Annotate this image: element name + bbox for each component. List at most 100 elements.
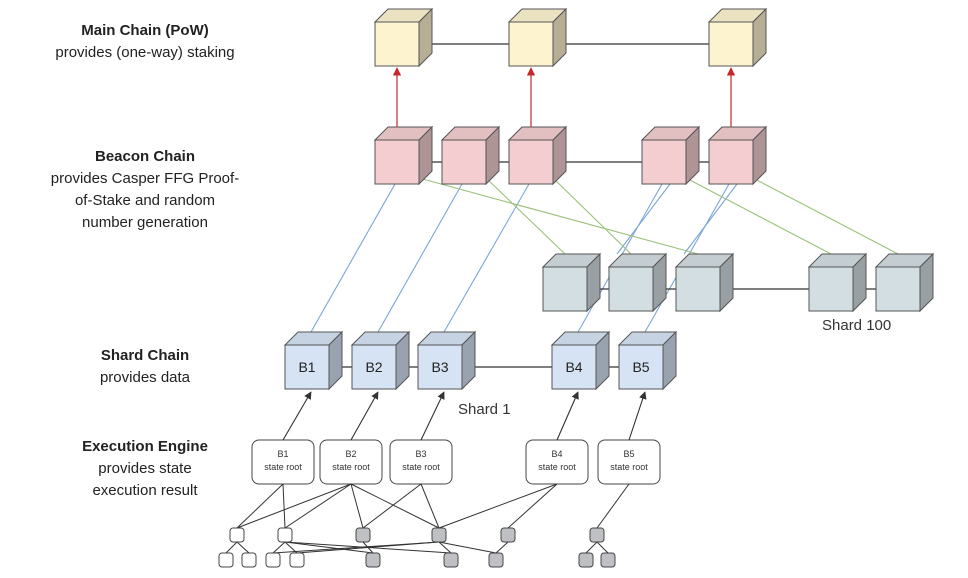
tree-edge — [438, 541, 452, 554]
tree-leaf — [443, 552, 459, 568]
tree-edge — [282, 483, 286, 529]
state-root-label: state root — [610, 462, 648, 472]
state-root-to-block-arrow — [556, 391, 579, 441]
layer-title: Beacon Chain — [94, 148, 196, 165]
state-root-block: B3 — [415, 449, 426, 459]
beacon-to-shard100-link — [418, 177, 699, 255]
tree-node — [431, 527, 447, 543]
shard-100-block — [807, 252, 868, 313]
layer-desc: provides data — [99, 369, 191, 386]
shard-100-block — [674, 252, 735, 313]
state-root-box-b3: B3 state root — [389, 439, 453, 485]
shard-1-block-b4: B4 — [550, 330, 611, 391]
main-chain-block — [373, 7, 434, 68]
layer-label-main-chain: Main Chain (PoW) provides (one-way) stak… — [20, 20, 270, 64]
shard-1-block-b5: B5 — [617, 330, 678, 391]
tree-edge — [284, 483, 352, 529]
tree-leaf — [218, 552, 234, 568]
beacon-chain-block — [373, 125, 434, 186]
tree-leaf — [600, 552, 616, 568]
beacon-chain-block — [440, 125, 501, 186]
state-root-to-block-arrow — [420, 391, 445, 441]
block-cubes: B1 B2 B3 B4 B5 — [283, 7, 935, 391]
tree-leaf — [578, 552, 594, 568]
tree-edge — [507, 483, 558, 529]
tree-edge — [236, 483, 352, 529]
beacon-chain-block — [707, 125, 768, 186]
beacon-to-shard100-link — [752, 177, 899, 255]
tree-edge — [585, 541, 598, 554]
tree-leaf — [365, 552, 381, 568]
layer-label-beacon-chain: Beacon Chain provides Casper FFG Proof- … — [20, 146, 270, 234]
shard100-to-beacon-link — [616, 183, 671, 255]
beacon-to-shard100-link — [552, 177, 632, 255]
layer-desc: of-Stake and random — [74, 192, 216, 209]
layer-desc: provides Casper FFG Proof- — [50, 170, 240, 187]
shard1-to-beacon-link — [310, 183, 396, 333]
tree-edge — [225, 541, 238, 554]
state-root-label: state root — [402, 462, 440, 472]
tree-node — [589, 527, 605, 543]
tree-leaf — [265, 552, 281, 568]
tree-edge — [236, 541, 250, 554]
shard-1-label: Shard 1 — [458, 401, 511, 418]
tree-edge — [420, 483, 440, 529]
block-label: B3 — [431, 359, 448, 375]
layer-desc: number generation — [82, 214, 208, 231]
tree-node — [277, 527, 293, 543]
tree-leaf — [289, 552, 305, 568]
shard-100-block — [874, 252, 935, 313]
layer-label-execution-engine: Execution Engine provides state executio… — [20, 436, 270, 502]
tree-edge — [596, 483, 630, 529]
chain-connectors — [329, 39, 876, 372]
shard1-to-beacon-link — [443, 183, 530, 333]
main-chain-block — [707, 7, 768, 68]
tree-edge — [284, 541, 374, 554]
shard-1-block-b2: B2 — [350, 330, 411, 391]
state-root-label: state root — [538, 462, 576, 472]
shard-100-block — [607, 252, 668, 313]
layer-title: Main Chain (PoW) — [81, 22, 209, 39]
state-root-to-block-arrow — [628, 391, 647, 441]
state-root-to-block-arrow — [350, 391, 379, 441]
cross-chain-links — [310, 67, 899, 333]
block-label: B4 — [565, 359, 582, 375]
tree-node — [229, 527, 245, 543]
state-root-block: B4 — [551, 449, 562, 459]
tree-edge — [272, 541, 286, 554]
shard100-to-beacon-link — [683, 183, 738, 255]
layer-title: Execution Engine — [82, 438, 208, 455]
tree-edge — [438, 483, 558, 529]
state-root-box-b1: B1 state root — [251, 439, 315, 485]
state-root-to-block-arrow — [282, 391, 312, 441]
main-chain-block — [507, 7, 568, 68]
tree-edge — [596, 541, 609, 554]
state-root-box-b5: B5 state root — [597, 439, 661, 485]
tree-edge — [296, 541, 440, 554]
block-label: B1 — [298, 359, 315, 375]
shard-1-block-b1: B1 — [283, 330, 344, 391]
tree-edge — [362, 483, 422, 529]
shard1-to-beacon-link — [377, 183, 463, 333]
block-label: B5 — [632, 359, 649, 375]
shard-100-label: Shard 100 — [822, 317, 891, 334]
state-root-block: B5 — [623, 449, 634, 459]
tree-edge — [495, 541, 509, 554]
tree-node — [500, 527, 516, 543]
tree-edge — [236, 483, 284, 529]
tree-leaf — [241, 552, 257, 568]
tree-edge — [350, 483, 440, 529]
state-root-label: state root — [332, 462, 370, 472]
layer-desc: execution result — [92, 482, 198, 499]
state-root-block: B1 — [277, 449, 288, 459]
layer-label-shard-chain: Shard Chain provides data — [20, 345, 270, 389]
beacon-to-shard100-link — [685, 177, 832, 255]
state-root-label: state root — [264, 462, 302, 472]
beacon-chain-block — [640, 125, 701, 186]
shard-1-block-b3: B3 — [416, 330, 477, 391]
tree-edge — [438, 541, 497, 554]
tree-node — [355, 527, 371, 543]
